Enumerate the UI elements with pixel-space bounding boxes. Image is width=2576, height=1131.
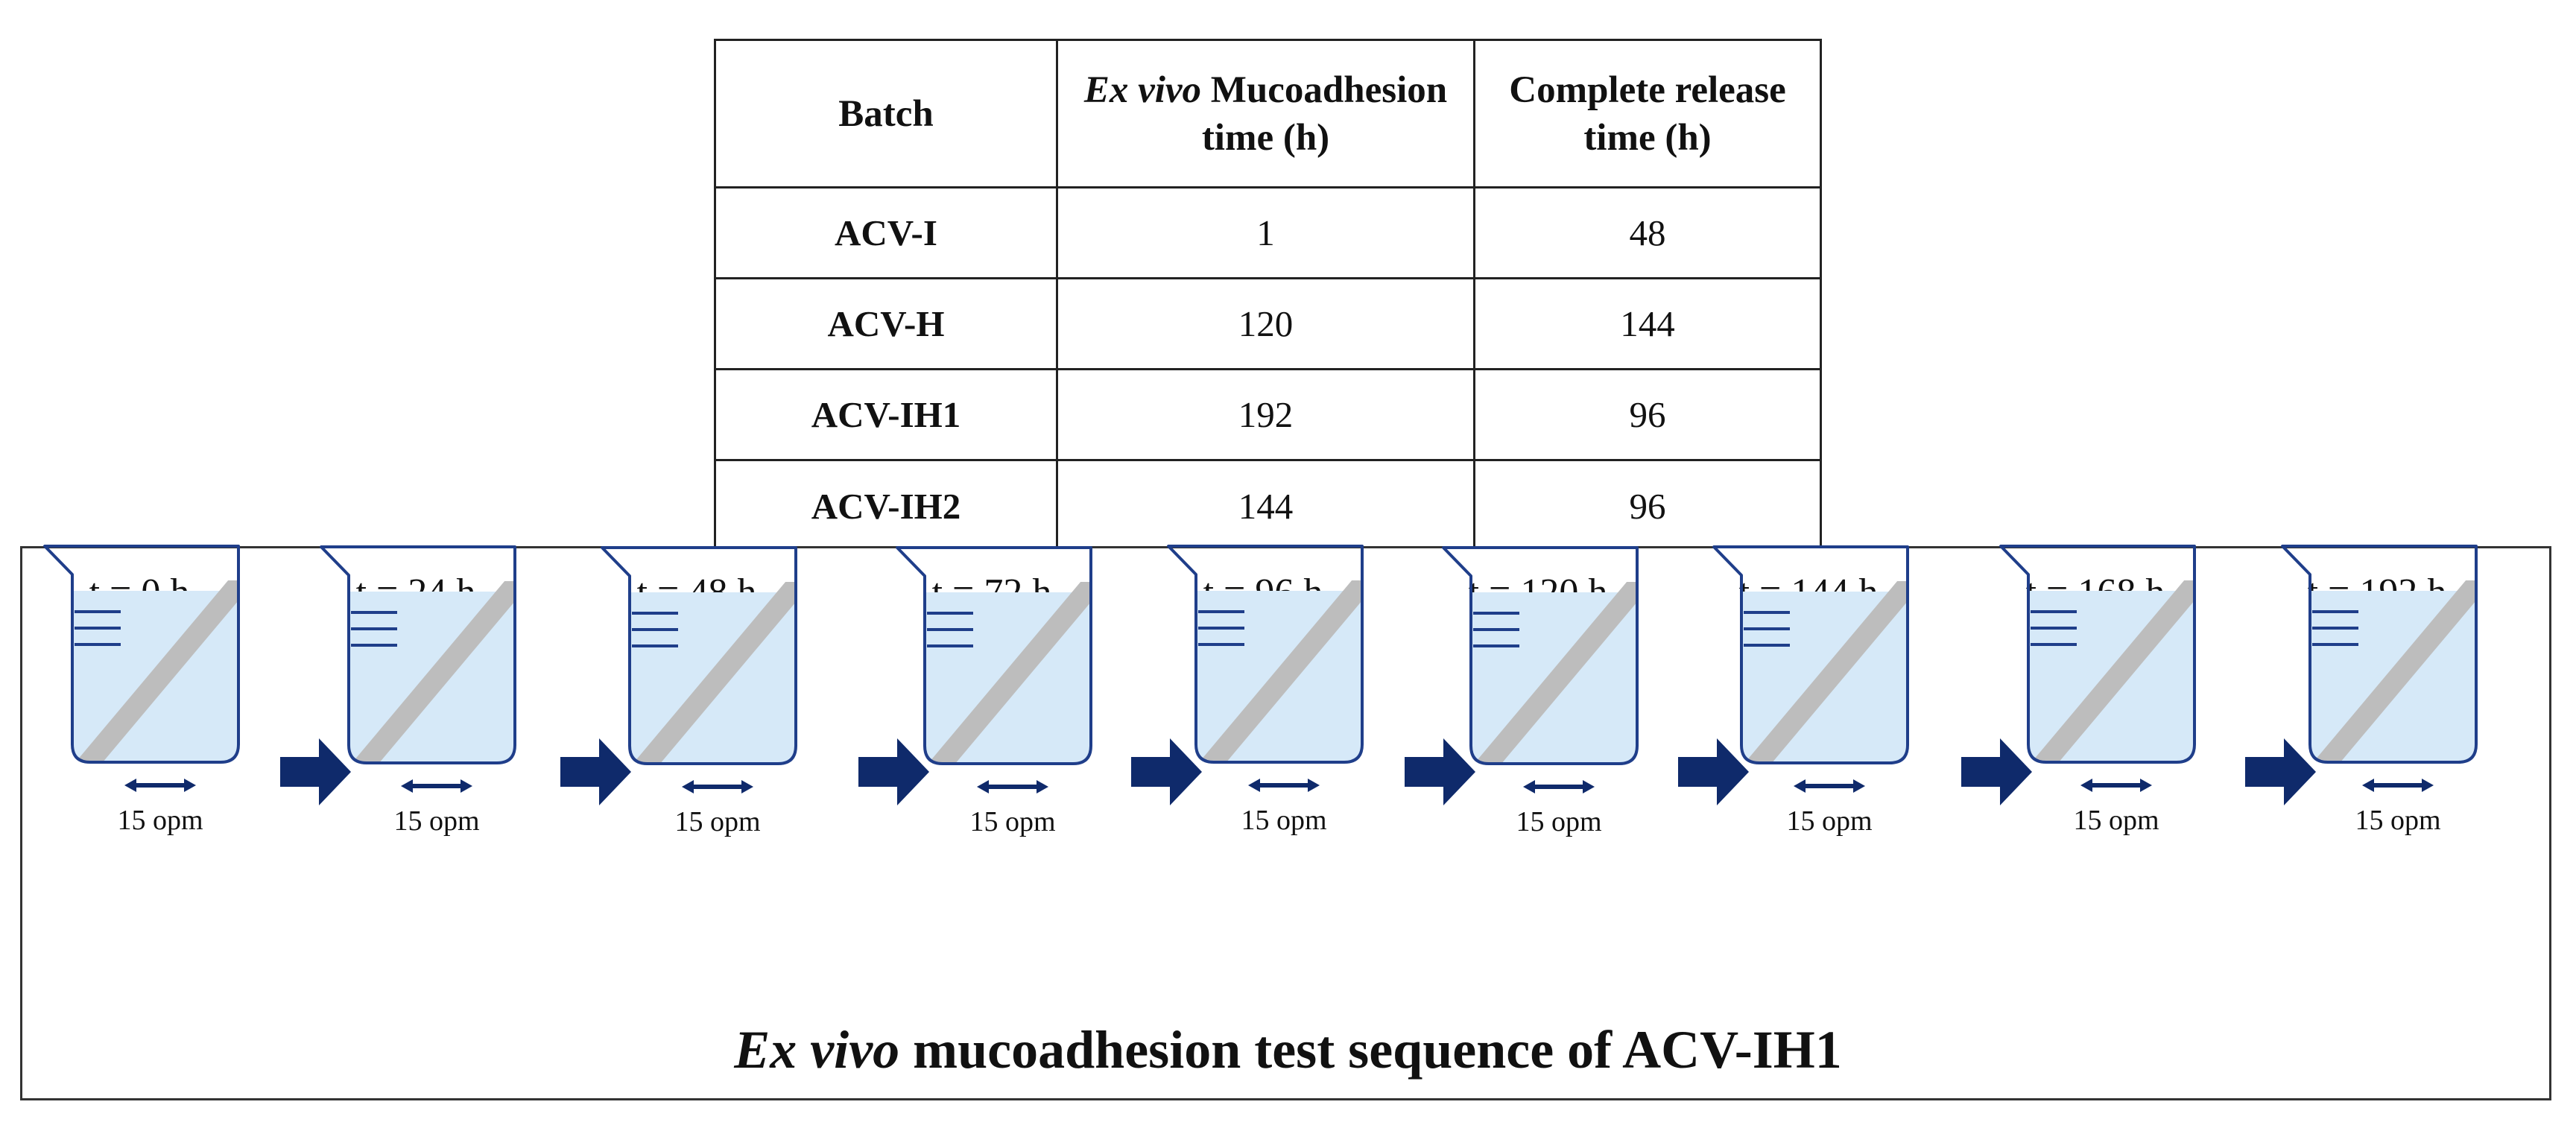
- panel-caption: Ex vivo mucoadhesion test sequence of AC…: [22, 1019, 2554, 1081]
- holder-group: [931, 582, 1091, 764]
- cell-mucoadhesion: 144: [1056, 459, 1475, 551]
- holder-plate: [1477, 582, 1637, 764]
- rpm-label: 15 opm: [1786, 805, 1873, 837]
- beaker-illustration: [1442, 546, 1639, 765]
- results-table: Batch Ex vivo Mucoadhesion time (h) Comp…: [714, 39, 1822, 551]
- holder-group: [78, 580, 238, 762]
- caption-rest: mucoadhesion test sequence of ACV-IH1: [899, 1020, 1842, 1080]
- holder-plate: [355, 581, 515, 763]
- holder-plate: [1747, 581, 1908, 763]
- right-arrow-icon: [1678, 738, 1749, 805]
- table-header-row: Batch Ex vivo Mucoadhesion time (h) Comp…: [714, 39, 1822, 188]
- beaker-illustration: [43, 545, 240, 764]
- cell-mucoadhesion: 1: [1056, 186, 1475, 279]
- beaker-outline: [2281, 545, 2478, 764]
- table-row: ACV-I 1 48: [714, 186, 1822, 279]
- cell-batch: ACV-IH2: [714, 459, 1058, 551]
- cell-batch: ACV-IH1: [714, 368, 1058, 461]
- rpm-label: 15 opm: [1241, 805, 1327, 836]
- double-arrow-icon: [124, 779, 196, 792]
- right-arrow-icon: [1131, 738, 1202, 805]
- holder-plate: [931, 582, 1091, 764]
- double-arrow-icon: [401, 779, 472, 793]
- right-arrow-icon: [1405, 738, 1475, 805]
- beaker-illustration: [320, 545, 516, 764]
- double-arrow-icon: [1794, 779, 1865, 793]
- cell-mucoadhesion: 120: [1056, 277, 1475, 370]
- header-batch: Batch: [714, 39, 1058, 188]
- cell-release: 144: [1473, 277, 1822, 370]
- beaker-illustration: [1999, 545, 2196, 764]
- double-arrow-icon: [1523, 780, 1595, 793]
- table-row: ACV-H 120 144: [714, 277, 1822, 370]
- rpm-label: 15 opm: [2073, 805, 2159, 836]
- table-row: ACV-IH2 144 96: [714, 459, 1822, 551]
- cell-batch: ACV-I: [714, 186, 1058, 279]
- beaker-illustration: [1712, 545, 1909, 764]
- beaker-illustration: [1167, 545, 1364, 764]
- beaker-outline: [1167, 545, 1364, 764]
- beaker-illustration: [601, 546, 797, 765]
- beaker-outline: [320, 545, 516, 764]
- right-arrow-icon: [1961, 738, 2032, 805]
- rpm-label: 15 opm: [969, 806, 1056, 837]
- beaker-outline: [1999, 545, 2196, 764]
- cell-batch: ACV-H: [714, 277, 1058, 370]
- double-arrow-icon: [1248, 779, 1320, 792]
- holder-plate: [2316, 580, 2476, 762]
- holder-plate: [78, 580, 238, 762]
- beaker-outline: [43, 545, 240, 764]
- holder-group: [1477, 582, 1637, 764]
- holder-plate: [1202, 580, 1362, 762]
- holder-group: [1202, 580, 1362, 762]
- header-mucoadhesion-italic: Ex vivo: [1083, 69, 1202, 111]
- holder-plate: [636, 582, 796, 764]
- beaker-outline: [601, 546, 797, 765]
- header-mucoadhesion-rest: Mucoadhesion time (h): [1201, 69, 1448, 159]
- double-arrow-icon: [2362, 779, 2434, 792]
- rpm-label: 15 opm: [674, 806, 761, 837]
- holder-group: [355, 581, 515, 763]
- rpm-label: 15 opm: [393, 805, 480, 837]
- beaker-illustration: [2281, 545, 2478, 764]
- sequence-panel: t = 0 h15 opmt = 24 h15 opmt = 48 h15 op…: [20, 545, 2554, 1100]
- right-arrow-icon: [2245, 738, 2316, 805]
- holder-group: [636, 582, 796, 764]
- beaker-outline: [896, 546, 1092, 765]
- header-release: Complete release time (h): [1473, 39, 1822, 188]
- rpm-label: 15 opm: [117, 805, 203, 836]
- double-arrow-icon: [682, 780, 753, 793]
- header-mucoadhesion: Ex vivo Mucoadhesion time (h): [1056, 39, 1475, 188]
- cell-release: 96: [1473, 459, 1822, 551]
- cell-release: 96: [1473, 368, 1822, 461]
- cell-mucoadhesion: 192: [1056, 368, 1475, 461]
- right-arrow-icon: [858, 738, 929, 805]
- rpm-label: 15 opm: [2355, 805, 2441, 836]
- double-arrow-icon: [2080, 779, 2152, 792]
- double-arrow-icon: [977, 780, 1048, 793]
- table-row: ACV-IH1 192 96: [714, 368, 1822, 461]
- right-arrow-icon: [560, 738, 631, 805]
- beaker-outline: [1712, 545, 1909, 764]
- holder-group: [2316, 580, 2476, 762]
- holder-group: [2034, 580, 2194, 762]
- holder-group: [1747, 581, 1908, 763]
- beaker-illustration: [896, 546, 1092, 765]
- right-arrow-icon: [280, 738, 351, 805]
- caption-italic: Ex vivo: [734, 1020, 900, 1080]
- holder-plate: [2034, 580, 2194, 762]
- rpm-label: 15 opm: [1516, 806, 1602, 837]
- cell-release: 48: [1473, 186, 1822, 279]
- beaker-outline: [1442, 546, 1639, 765]
